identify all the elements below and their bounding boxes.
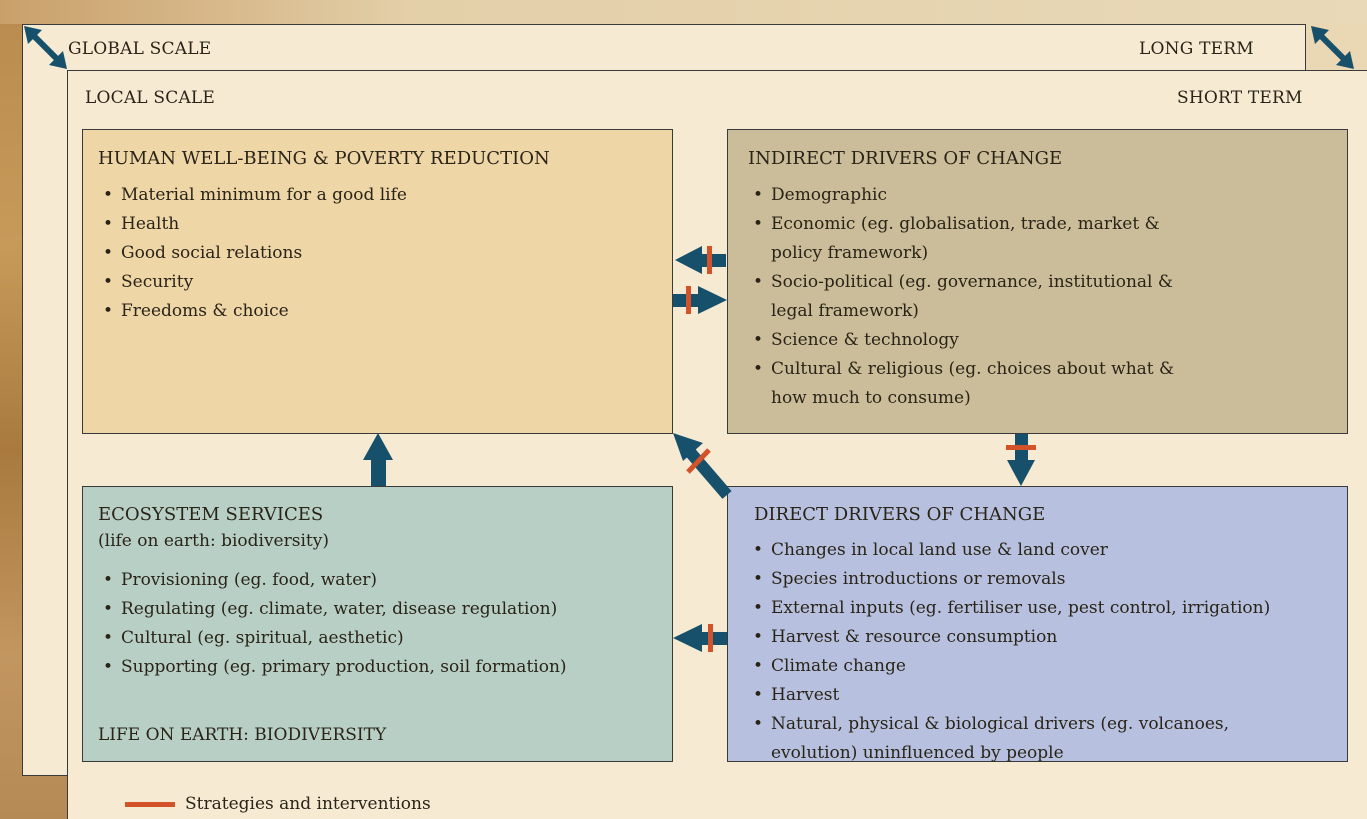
ecosystem-services-subtitle: (life on earth: biodiversity) [98,531,329,551]
list-item-continuation: legal framework) [771,301,919,321]
list-item: Supporting (eg. primary production, soil… [97,653,567,682]
indirect-drivers-box: INDIRECT DRIVERS OF CHANGE Demographic E… [727,129,1348,434]
list-item: External inputs (eg. fertiliser use, pes… [747,594,1270,623]
local-scale-label: LOCAL SCALE [85,88,216,108]
list-item: Security [97,268,407,297]
intervention-swatch-icon [125,801,175,807]
list-item: Economic (eg. globalisation, trade, mark… [747,210,1174,239]
human-well-being-title: HUMAN WELL-BEING & POVERTY REDUCTION [98,148,550,169]
list-item-continuation: evolution) uninfluenced by people [771,743,1064,763]
list-item: Good social relations [97,239,407,268]
ecosystem-services-box: ECOSYSTEM SERVICES (life on earth: biodi… [82,486,673,762]
list-item: Health [97,210,407,239]
long-term-label: LONG TERM [1139,39,1254,59]
human-well-being-box: HUMAN WELL-BEING & POVERTY REDUCTION Mat… [82,129,673,434]
legend-label: Strategies and interventions [185,794,431,814]
list-item: Science & technology [747,326,1174,355]
indirect-drivers-title: INDIRECT DRIVERS OF CHANGE [748,148,1063,169]
list-item-continuation: policy framework) [771,243,929,263]
list-item: Climate change [747,652,1270,681]
ecosystem-services-list: Provisioning (eg. food, water) Regulatin… [97,566,567,682]
list-item: Material minimum for a good life [97,181,407,210]
ecosystem-services-title: ECOSYSTEM SERVICES [98,504,324,525]
direct-drivers-box: DIRECT DRIVERS OF CHANGE Changes in loca… [727,486,1348,763]
direct-drivers-title: DIRECT DRIVERS OF CHANGE [754,504,1046,525]
list-item: Demographic [747,181,1174,210]
list-item: Cultural & religious (eg. choices about … [747,355,1174,384]
list-item: Natural, physical & biological drivers (… [747,710,1270,739]
indirect-drivers-list: Demographic Economic (eg. globalisation,… [747,181,1174,413]
list-item: Species introductions or removals [747,565,1270,594]
human-well-being-list: Material minimum for a good life Health … [97,181,407,326]
list-item: Freedoms & choice [97,297,407,326]
global-scale-label: GLOBAL SCALE [68,39,212,59]
list-item: Cultural (eg. spiritual, aesthetic) [97,624,567,653]
list-item-continuation: how much to consume) [771,388,971,408]
background-texture-top [0,0,1367,24]
short-term-label: SHORT TERM [1177,88,1303,108]
long-term-double-arrow-icon [1311,26,1354,69]
list-item: Socio-political (eg. governance, institu… [747,268,1174,297]
life-on-earth-label: LIFE ON EARTH: BIODIVERSITY [98,725,387,745]
legend: Strategies and interventions [125,794,431,814]
list-item: Provisioning (eg. food, water) [97,566,567,595]
list-item: Harvest [747,681,1270,710]
direct-drivers-list: Changes in local land use & land cover S… [747,536,1270,768]
list-item: Harvest & resource consumption [747,623,1270,652]
list-item: Regulating (eg. climate, water, disease … [97,595,567,624]
list-item: Changes in local land use & land cover [747,536,1270,565]
